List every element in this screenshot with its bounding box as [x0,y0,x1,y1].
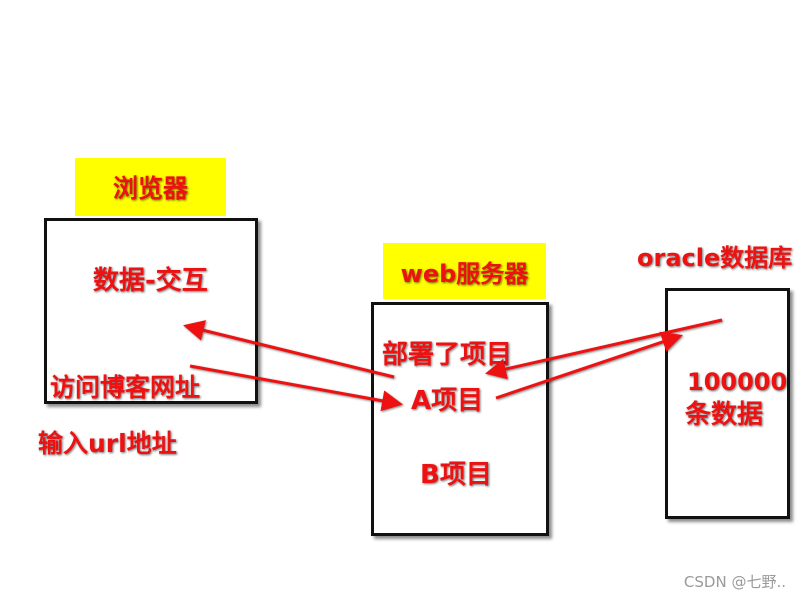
arrow-server-to-db [495,331,683,400]
data-interaction-label: 数据-交互 [93,266,208,296]
database-box [665,288,790,519]
browser-tag-label: 浏览器 [112,174,188,203]
visit-blog-label: 访问博客网址 [50,373,201,402]
arrow-db-to-server [485,318,723,380]
browser-tag: 浏览器 [75,158,226,216]
project-b-label: B项目 [420,460,492,490]
oracle-db-label: oracle数据库 [637,244,793,272]
project-a-label: A项目 [411,386,484,416]
web-server-box [371,302,549,536]
watermark: CSDN @七野.. [683,573,786,591]
web-server-tag: web服务器 [383,243,546,299]
input-url-label: 输入url地址 [38,429,177,458]
records-text-label: 条数据 [685,400,764,430]
arrow-server-to-browser [183,320,395,379]
web-server-tag-label: web服务器 [400,259,529,288]
records-count-label: 100000 [687,368,788,396]
arrow-browser-to-server [189,364,403,412]
